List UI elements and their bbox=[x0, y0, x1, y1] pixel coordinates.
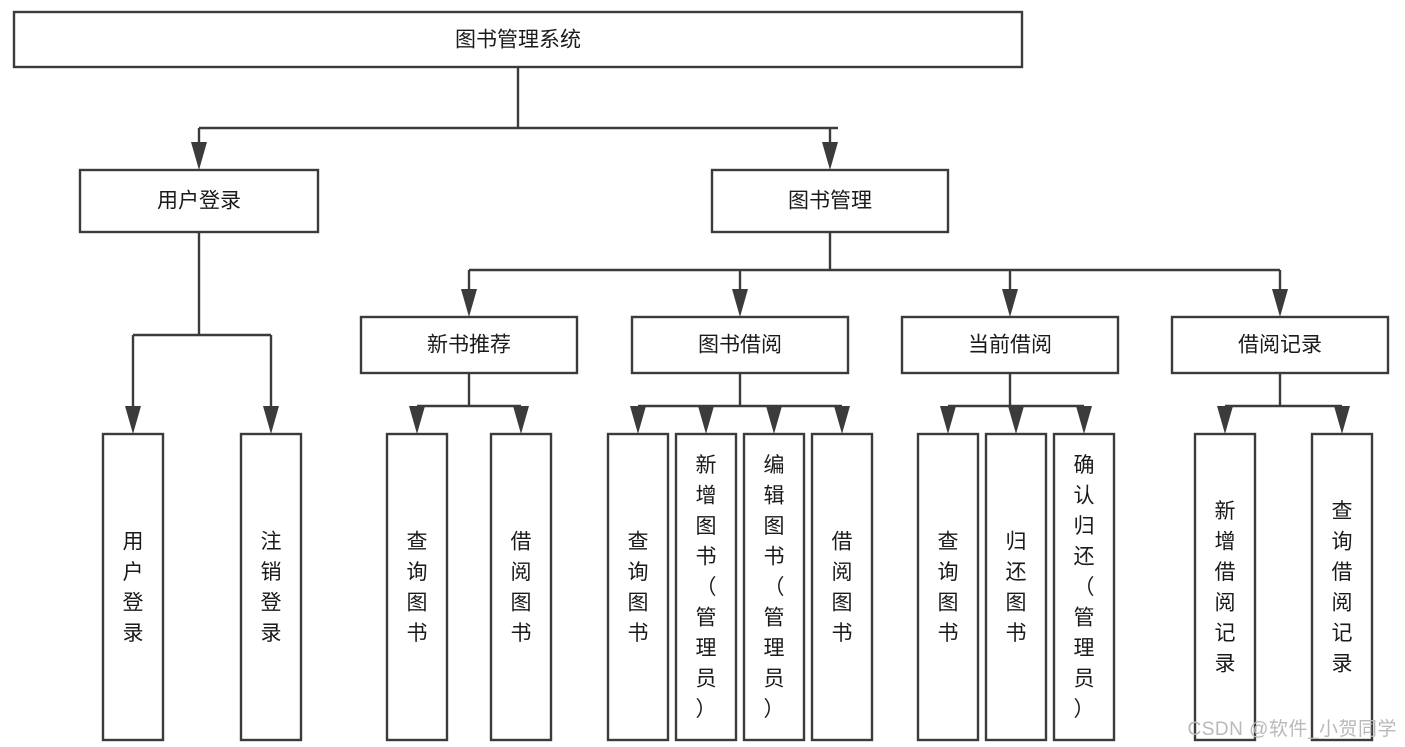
arrow-head-newbook-leaf-1 bbox=[409, 406, 425, 434]
node-book-management[interactable]: 图书管理 bbox=[710, 168, 950, 234]
leaf-current-borrow-3[interactable]: 确认归还（管理员） bbox=[1052, 432, 1116, 742]
leaf-user-login-2-label: 注销登录 bbox=[261, 530, 282, 645]
leaf-new-book-recommend-1[interactable]: 查询图书 bbox=[385, 432, 449, 742]
arrow-head-currentborrow-leaf-3 bbox=[1076, 406, 1092, 434]
leaf-book-borrow-4-label: 借阅图书 bbox=[832, 530, 853, 645]
leaf-user-login-2[interactable]: 注销登录 bbox=[239, 432, 303, 742]
leaf-new-book-recommend-2[interactable]: 借阅图书 bbox=[489, 432, 553, 742]
leaf-user-login-1-box[interactable] bbox=[101, 432, 165, 742]
arrow-head-bookborrow-leaf-3 bbox=[766, 406, 782, 434]
node-borrow-record-box[interactable] bbox=[1170, 315, 1390, 375]
node-root-label: 图书管理系统 bbox=[455, 29, 581, 52]
node-borrow-record-label: 借阅记录 bbox=[1238, 334, 1322, 357]
leaf-user-login-1[interactable]: 用户登录 bbox=[101, 432, 165, 742]
node-current-borrow-box[interactable] bbox=[900, 315, 1120, 375]
leaf-borrow-record-1-label: 新增借阅记录 bbox=[1215, 500, 1236, 676]
node-user-login-box[interactable] bbox=[78, 168, 320, 234]
node-new-book-recommend[interactable]: 新书推荐 bbox=[359, 315, 579, 375]
leaf-current-borrow-2-label: 归还图书 bbox=[1006, 530, 1027, 645]
leaf-current-borrow-1-box[interactable] bbox=[916, 432, 980, 742]
node-book-management-label: 图书管理 bbox=[788, 190, 872, 213]
leaf-book-borrow-3[interactable]: 编辑图书（管理员） bbox=[742, 432, 806, 742]
node-root[interactable]: 图书管理系统 bbox=[12, 10, 1024, 69]
arrow-head-bookborrow-leaf-2 bbox=[698, 406, 714, 434]
node-book-borrow[interactable]: 图书借阅 bbox=[630, 315, 850, 375]
node-book-borrow-box[interactable] bbox=[630, 315, 850, 375]
leaf-book-borrow-3-box[interactable] bbox=[742, 432, 806, 742]
watermark-text: CSDN @软件_小贺同学 bbox=[1187, 719, 1397, 740]
node-new-book-recommend-box[interactable] bbox=[359, 315, 579, 375]
leaf-user-login-2-box[interactable] bbox=[239, 432, 303, 742]
arrow-head-bookborrow-leaf-1 bbox=[630, 406, 646, 434]
leaf-borrow-record-2-box[interactable] bbox=[1310, 432, 1374, 742]
arrow-head-current-borrow bbox=[1002, 289, 1018, 317]
leaf-book-borrow-2-box[interactable] bbox=[674, 432, 738, 742]
leaf-new-book-recommend-2-box[interactable] bbox=[489, 432, 553, 742]
leaf-book-borrow-3-label: 编辑图书（管理员） bbox=[764, 454, 785, 721]
arrow-head-currentborrow-leaf-2 bbox=[1008, 406, 1024, 434]
arrow-head-book-borrow bbox=[732, 289, 748, 317]
leaf-new-book-recommend-1-label: 查询图书 bbox=[407, 530, 428, 645]
leaf-book-borrow-2-label: 新增图书（管理员） bbox=[696, 454, 717, 721]
leaf-borrow-record-2[interactable]: 查询借阅记录 bbox=[1310, 432, 1374, 742]
leaf-current-borrow-1[interactable]: 查询图书 bbox=[916, 432, 980, 742]
leaf-borrow-record-1[interactable]: 新增借阅记录 bbox=[1193, 432, 1257, 742]
leaf-book-borrow-1[interactable]: 查询图书 bbox=[606, 432, 670, 742]
connectors-layer bbox=[125, 67, 1350, 434]
leaf-current-borrow-3-label: 确认归还（管理员） bbox=[1074, 454, 1095, 721]
arrow-head-newbook-leaf-2 bbox=[513, 406, 529, 434]
node-current-borrow-label: 当前借阅 bbox=[968, 334, 1052, 357]
node-borrow-record[interactable]: 借阅记录 bbox=[1170, 315, 1390, 375]
leaf-current-borrow-2-box[interactable] bbox=[984, 432, 1048, 742]
arrow-head-bookborrow-leaf-4 bbox=[834, 406, 850, 434]
node-book-borrow-label: 图书借阅 bbox=[698, 334, 782, 357]
node-user-login-label: 用户登录 bbox=[157, 190, 241, 213]
leaf-book-borrow-1-label: 查询图书 bbox=[628, 530, 649, 645]
arrow-head-currentborrow-leaf-1 bbox=[940, 406, 956, 434]
arrow-head-user-login-leaf-2 bbox=[263, 406, 279, 434]
arrow-head-user-login bbox=[191, 142, 207, 170]
node-current-borrow[interactable]: 当前借阅 bbox=[900, 315, 1120, 375]
arrow-head-borrowrecord-leaf-2 bbox=[1334, 406, 1350, 434]
leaf-current-borrow-1-label: 查询图书 bbox=[938, 530, 959, 645]
leaf-new-book-recommend-1-box[interactable] bbox=[385, 432, 449, 742]
leaf-book-borrow-2[interactable]: 新增图书（管理员） bbox=[674, 432, 738, 742]
leaf-new-book-recommend-2-label: 借阅图书 bbox=[511, 530, 532, 645]
arrow-head-user-login-leaf-1 bbox=[125, 406, 141, 434]
leaf-borrow-record-2-label: 查询借阅记录 bbox=[1332, 500, 1353, 676]
leaf-book-borrow-1-box[interactable] bbox=[606, 432, 670, 742]
arrow-head-borrowrecord-leaf-1 bbox=[1217, 406, 1233, 434]
node-root-box[interactable] bbox=[12, 10, 1024, 69]
leaf-book-borrow-4-box[interactable] bbox=[810, 432, 874, 742]
node-book-management-box[interactable] bbox=[710, 168, 950, 234]
arrow-head-borrow-record bbox=[1272, 289, 1288, 317]
node-user-login[interactable]: 用户登录 bbox=[78, 168, 320, 234]
leaf-book-borrow-4[interactable]: 借阅图书 bbox=[810, 432, 874, 742]
leaf-current-borrow-3-box[interactable] bbox=[1052, 432, 1116, 742]
arrow-head-new-book-recommend bbox=[461, 289, 477, 317]
arrow-head-book-mgmt bbox=[822, 142, 838, 170]
node-new-book-recommend-label: 新书推荐 bbox=[427, 334, 511, 357]
leaf-borrow-record-1-box[interactable] bbox=[1193, 432, 1257, 742]
leaf-user-login-1-label: 用户登录 bbox=[123, 530, 144, 645]
leaf-current-borrow-2[interactable]: 归还图书 bbox=[984, 432, 1048, 742]
